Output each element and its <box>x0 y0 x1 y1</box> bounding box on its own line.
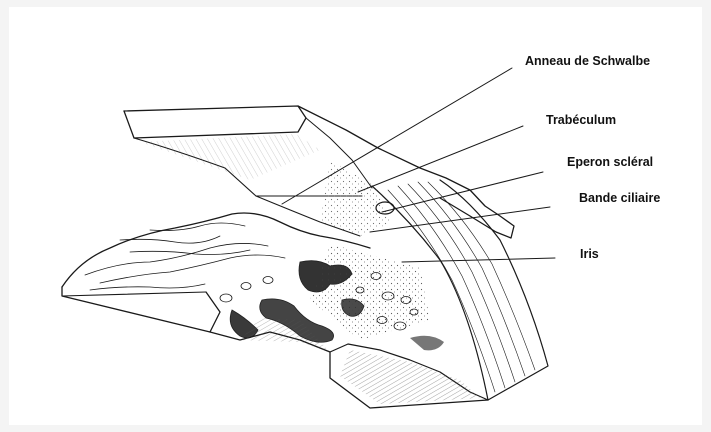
ciliary-body <box>210 318 488 408</box>
leader-eperon <box>382 172 543 212</box>
leader-schwalbe <box>282 68 512 204</box>
label-iris: Iris <box>580 247 599 261</box>
label-bande-ciliaire: Bande ciliaire <box>579 191 660 205</box>
leader-trabeculum <box>358 126 523 192</box>
label-anneau-de-schwalbe: Anneau de Schwalbe <box>525 54 650 68</box>
label-eperon-scleral: Eperon scléral <box>567 155 653 169</box>
labels: Anneau de Schwalbe Trabéculum Eperon scl… <box>525 54 660 261</box>
iris-tissue <box>62 213 430 342</box>
cornea-slab <box>124 106 514 238</box>
angle-floor <box>256 160 392 236</box>
label-trabeculum: Trabéculum <box>546 113 616 127</box>
